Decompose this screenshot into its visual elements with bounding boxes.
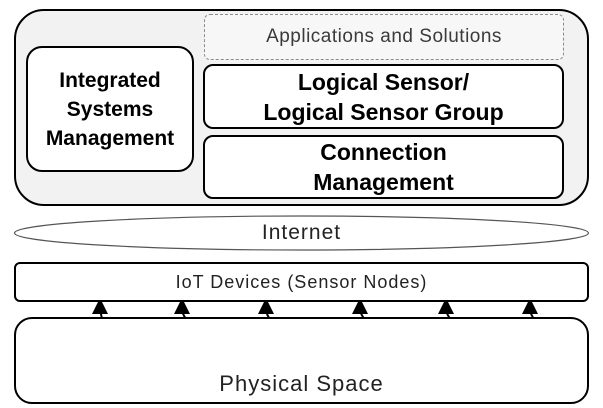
logical-sensor-line-2: Logical Sensor Group	[263, 98, 504, 125]
connection-management-line-2: Management	[313, 169, 454, 195]
internet-ellipse	[13, 215, 590, 251]
physical-space-label: Physical Space	[219, 371, 384, 396]
connection-management-line-1: Connection	[320, 139, 447, 165]
integrated-systems-management-box: Integrated Systems Management	[26, 46, 194, 172]
applications-and-solutions-box: Applications and Solutions	[204, 14, 564, 60]
applications-label: Applications and Solutions	[266, 26, 502, 47]
ism-line-2: Systems	[66, 97, 154, 121]
logical-sensor-box: Logical Sensor/ Logical Sensor Group	[203, 64, 564, 129]
iot-devices-box: IoT Devices (Sensor Nodes)	[14, 262, 589, 302]
iot-devices-label: IoT Devices (Sensor Nodes)	[175, 271, 428, 292]
logical-sensor-line-1: Logical Sensor/	[297, 68, 470, 95]
internet-label: Internet	[261, 221, 342, 244]
ism-line-1: Integrated	[59, 68, 161, 92]
physical-space-box	[14, 317, 589, 404]
connection-management-box: Connection Management	[203, 135, 564, 199]
ism-line-3: Management	[45, 126, 175, 150]
